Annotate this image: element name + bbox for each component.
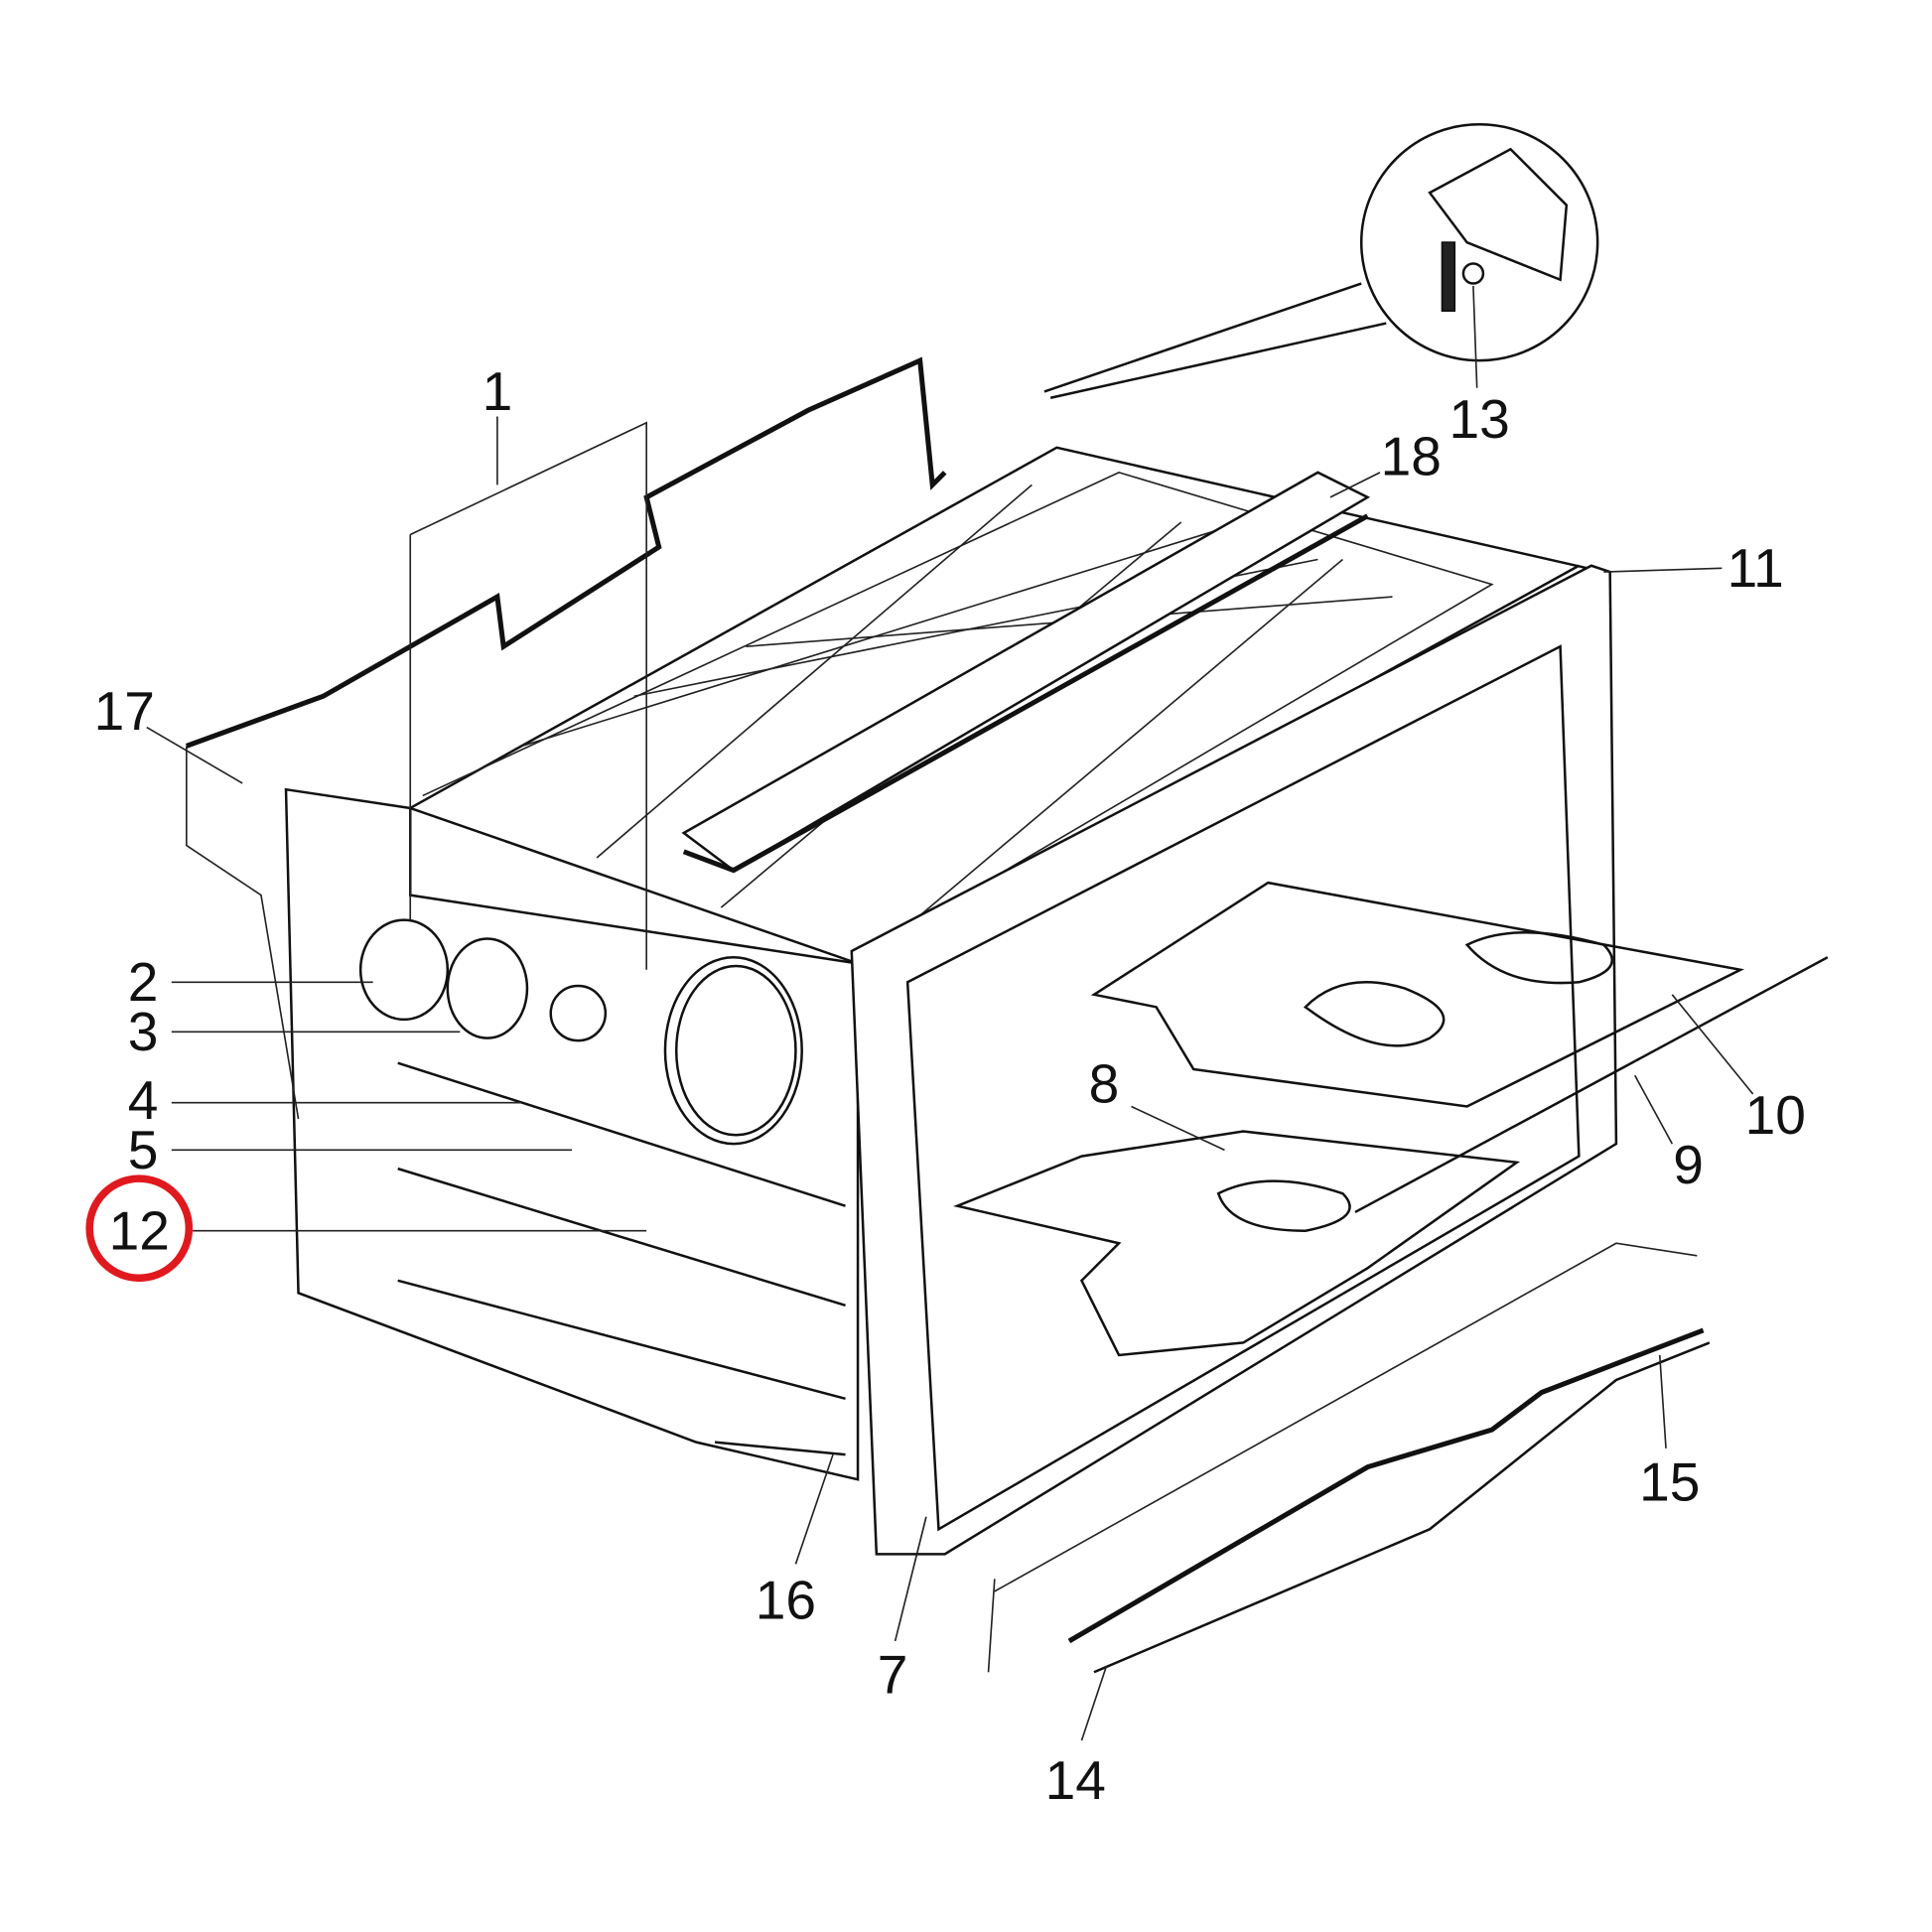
highlight-circle — [85, 1174, 194, 1283]
fan-blade-4 — [549, 984, 608, 1042]
grill-element-10 — [1090, 881, 1745, 1108]
insulation-bar-18 — [681, 471, 1371, 873]
label-part-2: 2 — [128, 951, 159, 1013]
label-part-7: 7 — [878, 1644, 908, 1706]
leader-lines — [146, 285, 1754, 1741]
label-part-4: 4 — [128, 1069, 159, 1131]
label-part-15: 15 — [1639, 1450, 1700, 1512]
circular-element-12 — [663, 955, 803, 1146]
label-part-1: 1 — [483, 360, 513, 422]
fan-motor-2 — [358, 918, 450, 1022]
label-part-12: 12 — [109, 1200, 170, 1262]
oven-element-8 — [953, 1130, 1521, 1357]
bottom-insulation — [987, 1242, 1711, 1674]
fan-plate-3 — [446, 937, 529, 1039]
label-part-10: 10 — [1745, 1084, 1806, 1146]
label-part-18: 18 — [1381, 425, 1442, 486]
label-part-14: 14 — [1045, 1749, 1106, 1811]
inset-detail-13 — [1043, 122, 1599, 399]
label-part-17: 17 — [94, 680, 155, 742]
back-insulation-17 — [185, 356, 947, 1120]
front-frame-11 — [850, 564, 1618, 1556]
label-part-3: 3 — [128, 1001, 159, 1062]
label-part-11: 11 — [1727, 537, 1784, 599]
shelf-rod-9 — [1354, 956, 1829, 1214]
label-part-13: 13 — [1449, 388, 1510, 450]
label-part-16: 16 — [756, 1569, 816, 1630]
label-part-5: 5 — [128, 1119, 159, 1180]
label-part-8: 8 — [1089, 1053, 1120, 1115]
label-part-9: 9 — [1673, 1134, 1704, 1195]
fan-assembly — [358, 918, 803, 1146]
